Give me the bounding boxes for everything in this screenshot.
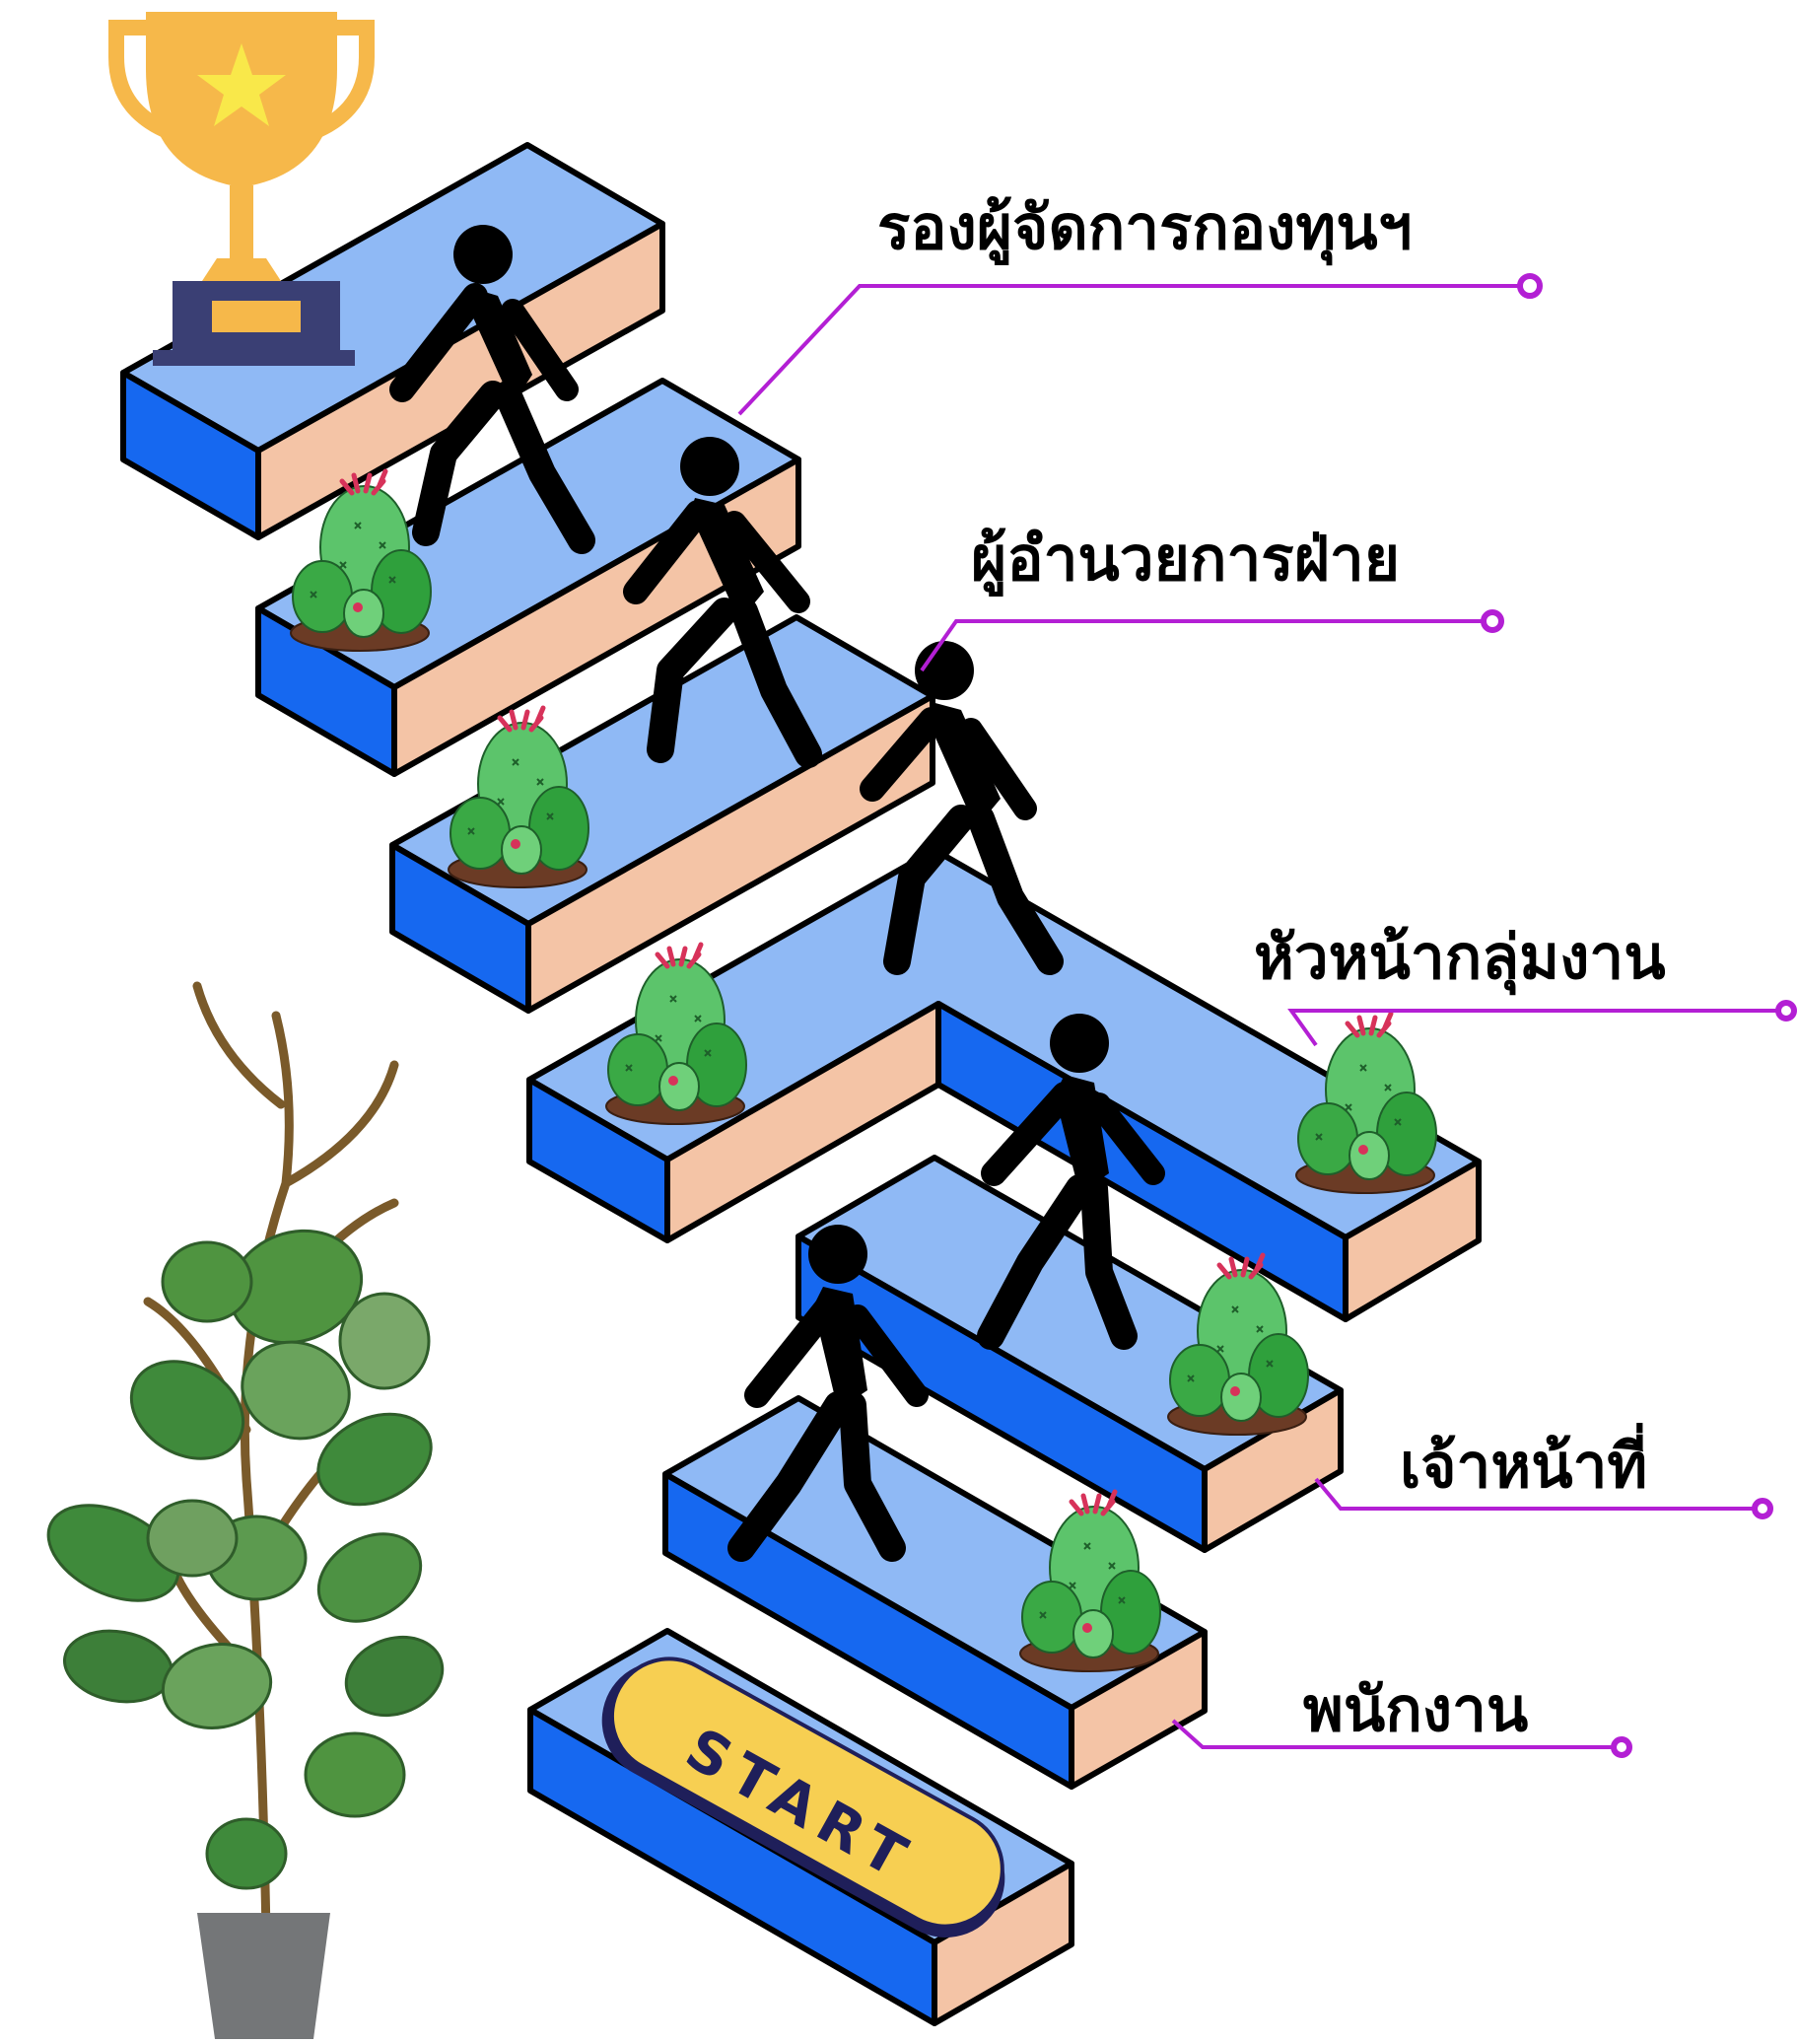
step-top xyxy=(120,142,665,540)
walking-person-icon xyxy=(389,225,1165,1562)
step-4 xyxy=(526,847,1482,1322)
start-button[interactable]: START xyxy=(581,1635,1029,1958)
level-label-department-director: ผู้อำนวยการฝ่าย xyxy=(971,523,1400,597)
level-label-deputy-manager: รองผู้จัดการกองทุนฯ xyxy=(877,191,1413,265)
connector-dots xyxy=(1481,273,1797,1758)
level-label-employee: พนักงาน xyxy=(1303,1673,1528,1745)
connector-lines xyxy=(737,284,1784,1749)
potted-plant-icon xyxy=(46,981,445,2039)
trophy-icon xyxy=(108,12,375,366)
level-label-officer: เจ้าหน้าที่ xyxy=(1400,1423,1647,1502)
level-label-group-head: หัวหน้ากลุ่มงาน xyxy=(1254,921,1666,995)
